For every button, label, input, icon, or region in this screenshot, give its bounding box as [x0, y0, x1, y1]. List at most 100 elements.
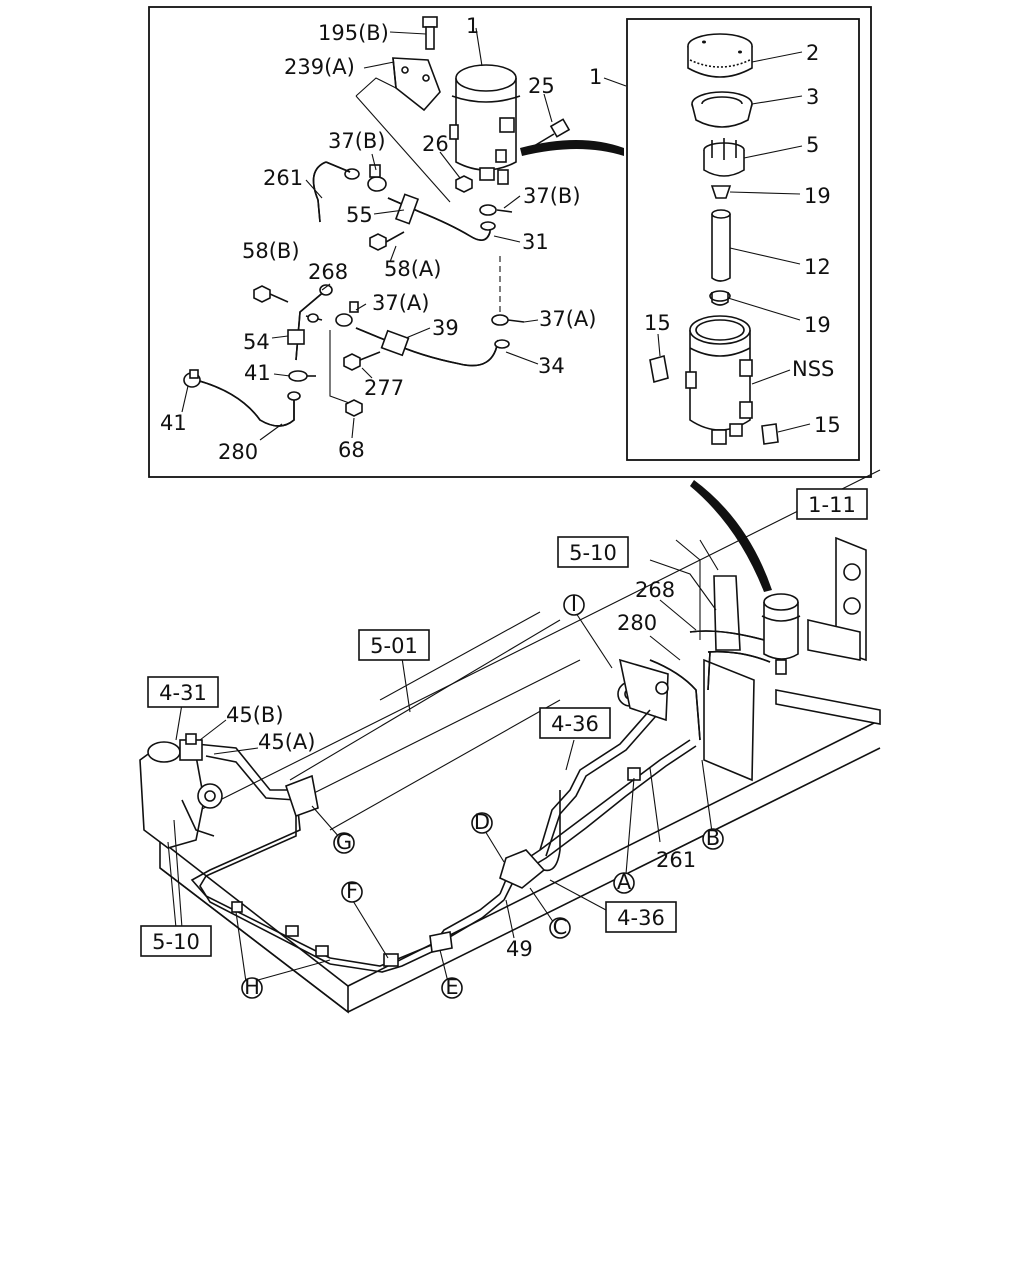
ref-box-1-11: [796, 488, 868, 520]
circle-callout-i: I: [563, 592, 585, 616]
reservoir-tank: [449, 64, 521, 185]
clamp-e: [429, 931, 453, 953]
clip-15-right: [761, 423, 779, 445]
svg-text:B: B: [706, 826, 720, 850]
clip-15-left: [649, 354, 669, 384]
nut-26: [455, 175, 473, 193]
circle-callout-e: E: [441, 975, 463, 999]
inset-frame: [626, 18, 860, 461]
svg-text:H: H: [244, 975, 260, 999]
ref-box-4-36-upper-text: 4-36: [551, 712, 599, 736]
ref-box-4-31: [147, 676, 219, 708]
label-41-upper: 41: [244, 361, 271, 385]
circle-callout-h: H: [241, 975, 263, 999]
svg-text:I: I: [571, 592, 577, 616]
ref-box-4-31-text: 4-31: [159, 681, 207, 705]
svg-text:E: E: [445, 975, 458, 999]
main-label-268: 268: [635, 578, 675, 602]
label-58a: 58(A): [384, 257, 441, 281]
svg-text:D: D: [474, 810, 490, 834]
label-55: 55: [346, 203, 373, 227]
label-68: 68: [338, 438, 365, 462]
circle-callout-d: D: [471, 810, 493, 834]
label-261: 261: [263, 166, 303, 190]
bracket-g: [284, 774, 319, 818]
bolt-58b: [253, 285, 289, 303]
label-1-inset-ref: 1: [589, 65, 602, 89]
main-label-49: 49: [506, 937, 533, 961]
frame-bracket-right: [775, 536, 881, 725]
power-steering-pump: [617, 658, 669, 722]
label-58b: 58(B): [242, 239, 300, 263]
label-41-lower: 41: [160, 411, 187, 435]
label-34: 34: [538, 354, 565, 378]
circle-callout-f: F: [341, 879, 363, 903]
label-37a-left: 37(A): [372, 291, 429, 315]
support-pillar: [703, 658, 755, 782]
main-label-45b: 45(B): [226, 703, 284, 727]
ref-box-5-01: [358, 629, 430, 661]
clamp-h2: [231, 901, 243, 913]
inset-label-12: 12: [804, 255, 831, 279]
svg-text:A: A: [617, 870, 632, 894]
clamp-37a: [335, 313, 353, 327]
ref-box-4-36-lower-text: 4-36: [617, 906, 665, 930]
circle-callout-c: C: [549, 915, 571, 939]
label-37a-right: 37(A): [539, 307, 596, 331]
ref-box-5-10-top-text: 5-10: [569, 541, 617, 565]
clamp-37b-right: [479, 204, 497, 216]
bolt-277: [343, 351, 381, 371]
label-195b: 195(B): [318, 21, 389, 45]
bracket-d: [499, 849, 546, 889]
filter-body-nss: [685, 315, 753, 445]
main-label-261: 261: [656, 848, 696, 872]
element-12: [711, 209, 731, 282]
ref-box-4-36-lower: [605, 901, 677, 933]
bolt-195b: [422, 16, 438, 50]
inset-label-5: 5: [806, 133, 819, 157]
label-54: 54: [243, 330, 270, 354]
detail-frame: [148, 6, 872, 478]
main-label-45a: 45(A): [258, 730, 315, 754]
clamp-41: [288, 370, 308, 382]
inset-label-15-right: 15: [814, 413, 841, 437]
inset-pointer-arrow: [520, 140, 624, 156]
circle-callout-b: B: [702, 826, 724, 850]
circle-callout-g: G: [333, 830, 355, 854]
ref-box-5-10-bottom: [140, 925, 212, 957]
inset-label-3: 3: [806, 85, 819, 109]
ref-box-5-10-top: [557, 536, 629, 568]
label-1: 1: [466, 14, 479, 38]
label-26: 26: [422, 132, 449, 156]
label-268: 268: [308, 260, 348, 284]
ring-19-top: [710, 185, 732, 199]
ref-box-5-01-text: 5-01: [370, 634, 418, 658]
ref-box-1-11-text: 1-11: [808, 493, 856, 517]
clamp-37b: [367, 176, 387, 192]
bolt-58a: [369, 231, 405, 251]
clamp-h1: [285, 925, 299, 937]
inset-label-15-left: 15: [644, 311, 671, 335]
bracket-239a: [392, 57, 441, 112]
main-pointer-arrow: [690, 480, 772, 592]
label-39: 39: [432, 316, 459, 340]
ref-box-5-10-bottom-text: 5-10: [152, 930, 200, 954]
label-280: 280: [218, 440, 258, 464]
inset-label-19-upper: 19: [804, 184, 831, 208]
seal-3: [691, 91, 753, 128]
main-reservoir: [761, 593, 801, 675]
inset-label-nss: NSS: [792, 357, 834, 381]
cap-2: [687, 33, 753, 78]
ref-box-4-36-upper: [539, 707, 611, 739]
label-277: 277: [364, 376, 404, 400]
inset-label-2: 2: [806, 41, 819, 65]
label-25: 25: [528, 74, 555, 98]
label-37b-right: 37(B): [523, 184, 581, 208]
circle-callout-a: A: [613, 870, 635, 894]
spring-5: [703, 138, 745, 177]
label-37b-upper: 37(B): [328, 129, 386, 153]
steering-gear: [139, 733, 223, 849]
svg-text:C: C: [553, 915, 568, 939]
